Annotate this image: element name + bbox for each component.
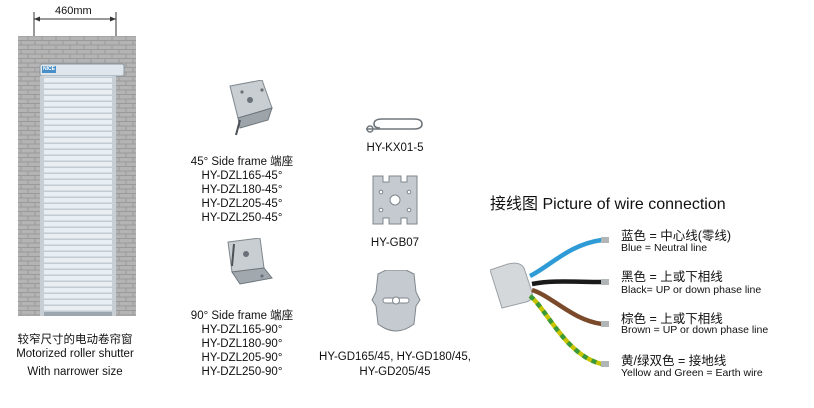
wire-brown-en: Brown = UP or down phase line [621,324,769,336]
wire-black-en: Black= UP or down phase line [621,284,762,296]
wire-cable-drawing [489,226,610,374]
plate-label: HY-GB07 [370,237,420,249]
bracket-90-model: HY-DZL250-90° [201,366,283,378]
clamp-label-2: HY-GD205/45 [359,366,431,378]
bracket-45-model: HY-DZL180-45° [201,184,283,196]
bracket-90-model: HY-DZL165-90° [201,324,283,336]
plate-image [369,174,421,226]
bracket-45-model: HY-DZL165-45° [201,170,283,182]
wiring-title: 接线图 Picture of wire connection [490,196,726,213]
wire-blue-en: Blue = Neutral line [621,242,708,254]
shutter-caption-en-2: With narrower size [27,366,123,378]
bracket-90-model: HY-DZL180-90° [201,338,283,350]
wire-blue-cn: 蓝色 = 中心线(零线) [621,229,732,243]
clip-label: HY-KX01-5 [366,142,424,154]
wire-earth-en: Yellow and Green = Earth wire [621,367,763,379]
shutter-logo-text: NICE [43,66,55,72]
clip-image [364,117,424,135]
bracket-45-image [222,79,276,136]
roller-shutter-illustration [0,0,150,330]
roller-shutter-drawing [18,12,136,316]
bracket-45-model: HY-DZL205-45° [201,198,283,210]
wire-earth-cn: 黄/绿双色 = 接地线 [621,354,727,368]
bracket-90-image [222,237,278,288]
shutter-dimension-label: 460mm [55,5,92,17]
shutter-caption-en-1: Motorized roller shutter [16,348,134,360]
bracket-90-title: 90° Side frame 端座 [190,310,294,322]
wire-brown-cn: 棕色 = 上或下相线 [621,312,723,326]
bracket-45-title: 45° Side frame 端座 [190,156,294,168]
wire-black-cn: 黑色 = 上或下相线 [621,270,723,284]
bracket-90-model: HY-DZL205-90° [201,352,283,364]
bracket-45-model: HY-DZL250-45° [201,212,283,224]
clamp-label-1: HY-GD165/45, HY-GD180/45, [319,351,471,363]
clamp-image [370,269,422,338]
shutter-caption-cn: 较窄尺寸的电动卷帘窗 [17,334,133,346]
